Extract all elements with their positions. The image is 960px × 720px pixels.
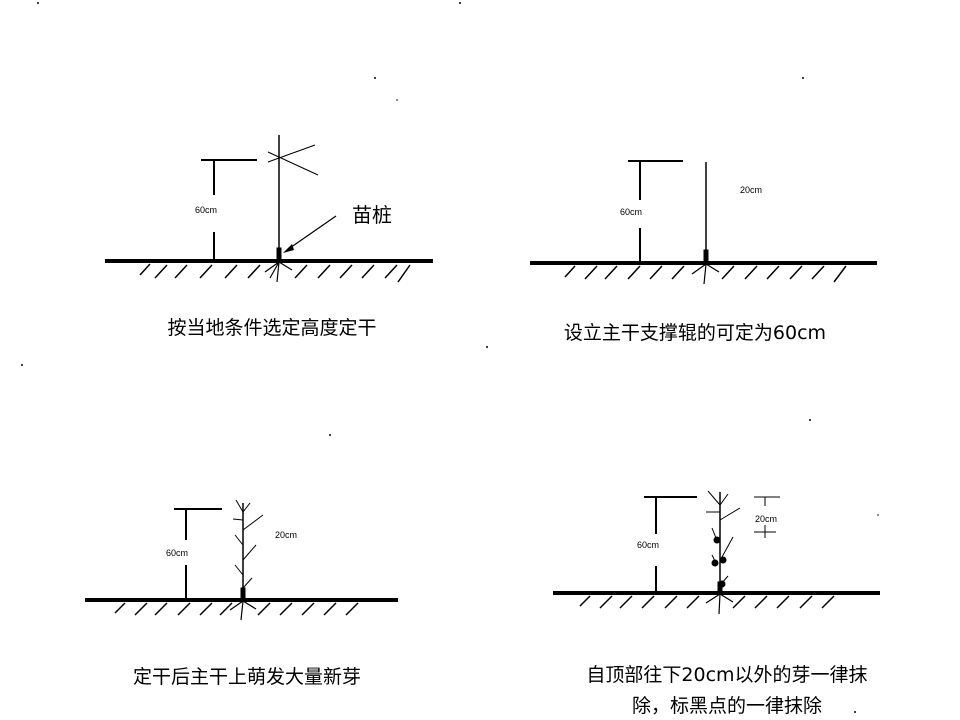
height-label: 60cm	[620, 207, 642, 217]
height-label: 60cm	[166, 548, 188, 558]
caption-panel-4-line-2: 除，标黑点的一律抹除	[631, 695, 823, 717]
top-20cm-dimension	[754, 496, 780, 538]
panel-4-drawing: 60cm 20cm	[553, 490, 880, 615]
caption-panel-3: 定干后主干上萌发大量新芽	[132, 666, 362, 688]
top-label: 20cm	[755, 514, 777, 524]
roots	[264, 261, 293, 283]
height-label: 60cm	[195, 205, 217, 215]
roots	[705, 593, 734, 615]
soil-hatching	[564, 265, 847, 283]
stray-dots	[21, 2, 879, 713]
soil-hatching	[139, 263, 411, 283]
panel-2-drawing: 60cm 20cm	[530, 160, 877, 285]
buds	[706, 490, 741, 584]
caption-panel-2: 设立主干支撑辊的可定为60cm	[563, 322, 827, 344]
stump-label: 苗桩	[352, 203, 392, 227]
panel-3-drawing: 60cm 20cm	[85, 499, 398, 621]
height-label: 60cm	[637, 540, 659, 550]
soil-hatching	[114, 602, 359, 616]
new-buds	[232, 499, 264, 589]
stump	[276, 247, 282, 262]
soil-hatching	[579, 595, 835, 609]
top-label: 20cm	[740, 185, 762, 195]
caption-panel-4-line-1: 自顶部往下20cm以外的芽一律抹	[586, 664, 868, 686]
panel-1-drawing: 60cm 苗桩	[105, 135, 433, 283]
roots	[691, 263, 720, 285]
roots	[229, 600, 257, 621]
caption-panel-1: 按当地条件选定高度定干	[167, 317, 377, 339]
top-label: 20cm	[275, 530, 297, 540]
pointer-arrow	[286, 215, 337, 251]
